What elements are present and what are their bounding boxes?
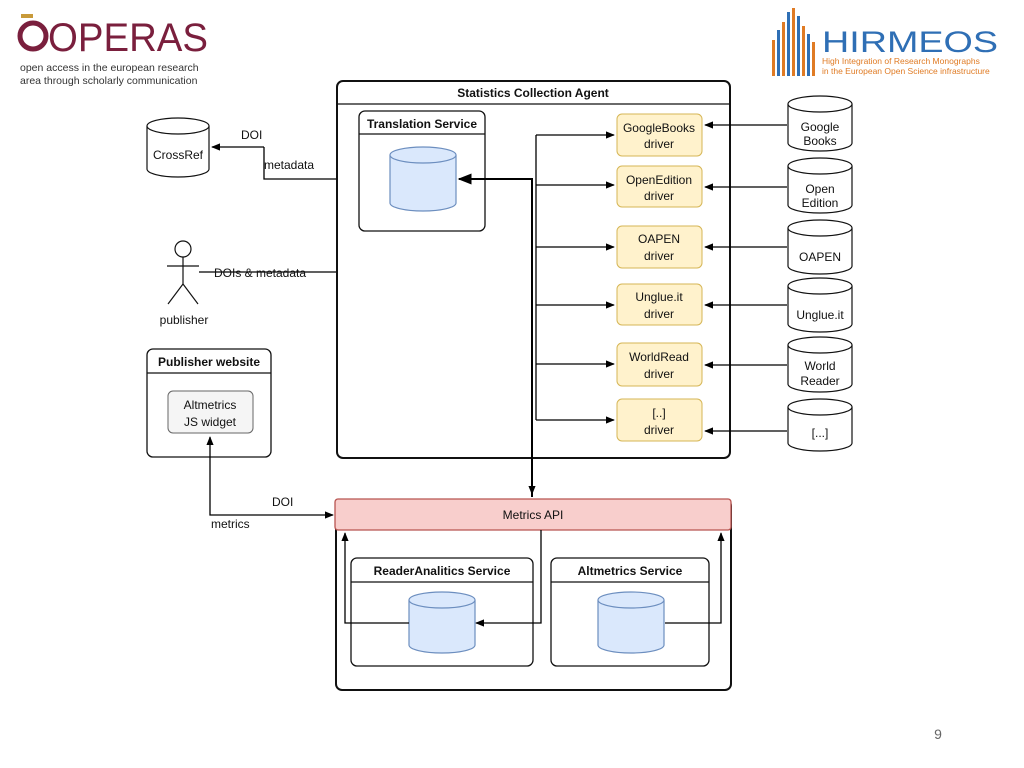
source-worldreader-line1: World (804, 359, 835, 373)
edge-altmetrics-to-api (665, 532, 725, 624)
source-googlebooks-line1: Google (801, 120, 840, 134)
source-googlebooks: Google Books (787, 95, 853, 152)
reader-analytics-service-box: ReaderAnalitics Service (350, 557, 534, 667)
page-number: 9 (934, 726, 942, 742)
edge-api-to-reader-db (475, 530, 542, 627)
hirmeos-tagline-line1: High Integration of Research Monographs (822, 56, 980, 66)
widget-line1: Altmetrics (184, 398, 237, 412)
source-other: [...] (787, 398, 853, 452)
statistics-agent-title: Statistics Collection Agent (457, 86, 609, 100)
driver-other: [..] driver (616, 398, 703, 442)
operas-o-icon (17, 20, 49, 52)
metrics-label: metrics (211, 517, 250, 531)
operas-tagline-line1: open access in the european research (20, 62, 199, 74)
metadata-label: metadata (264, 158, 314, 172)
source-openedition: Open Edition (787, 157, 853, 214)
dois-metadata-label: DOIs & metadata (214, 266, 306, 280)
operas-logo: OPERAS open access in the european resea… (17, 14, 208, 87)
altmetrics-service-box: Altmetrics Service (550, 557, 710, 667)
driver-unglueit: Unglue.it driver (616, 283, 703, 326)
source-googlebooks-line2: Books (803, 134, 836, 148)
source-openedition-line2: Edition (802, 196, 839, 210)
driver-worldread-line2: driver (644, 367, 674, 381)
reader-analytics-database (408, 591, 476, 654)
source-worldreader: World Reader (787, 336, 853, 393)
source-oapen-label: OAPEN (799, 250, 841, 264)
driver-oapen-line1: OAPEN (638, 232, 680, 246)
driver-oapen: OAPEN driver (616, 225, 703, 269)
reader-analytics-service-title: ReaderAnalitics Service (374, 564, 511, 578)
hirmeos-logo-text: HIRMEOS (822, 26, 998, 59)
source-oapen: OAPEN (787, 219, 853, 275)
edge-widget-api (206, 436, 334, 519)
source-unglueit-label: Unglue.it (796, 308, 844, 322)
driver-other-line1: [..] (652, 406, 665, 420)
driver-unglueit-line1: Unglue.it (635, 290, 683, 304)
driver-unglueit-line2: driver (644, 307, 674, 321)
driver-other-line2: driver (644, 423, 674, 437)
translation-database (389, 146, 457, 212)
source-openedition-line1: Open (805, 182, 834, 196)
publisher-website-title: Publisher website (158, 355, 260, 369)
driver-googlebooks-line2: driver (644, 137, 674, 151)
publisher-label: publisher (160, 313, 209, 327)
metrics-api-label: Metrics API (503, 508, 564, 522)
source-other-label: [...] (812, 426, 829, 440)
source-unglueit: Unglue.it (787, 277, 853, 333)
driver-googlebooks-line1: GoogleBooks (623, 121, 695, 135)
driver-openedition: OpenEdition driver (616, 165, 703, 208)
driver-oapen-line2: driver (644, 249, 674, 263)
hirmeos-logo: HIRMEOS High Integration of Research Mon… (772, 8, 998, 76)
translation-service-box: Translation Service (358, 110, 486, 232)
publisher-website-box: Publisher website Altmetrics JS widget (146, 348, 272, 458)
source-worldreader-line2: Reader (800, 374, 839, 388)
driver-openedition-line1: OpenEdition (626, 173, 692, 187)
altmetrics-database (597, 591, 665, 654)
hirmeos-tagline-line2: in the European Open Science infrastruct… (822, 66, 990, 76)
doi-top-label: DOI (241, 128, 262, 142)
driver-googlebooks: GoogleBooks driver (616, 113, 703, 157)
operas-logo-text: OPERAS (48, 16, 208, 60)
metrics-api-bar: Metrics API (334, 498, 732, 531)
driver-worldread-line1: WorldRead (629, 350, 689, 364)
operas-tagline-line2: area through scholarly communication (20, 75, 198, 87)
publisher-actor-icon (167, 240, 199, 305)
altmetrics-service-title: Altmetrics Service (578, 564, 683, 578)
doi-bottom-label: DOI (272, 495, 293, 509)
driver-worldread: WorldRead driver (616, 342, 703, 387)
widget-line2: JS widget (184, 415, 237, 429)
crossref-label: CrossRef (153, 148, 204, 162)
edge-reader-to-api (341, 532, 409, 624)
driver-openedition-line2: driver (644, 189, 674, 203)
altmetrics-widget: Altmetrics JS widget (167, 390, 254, 434)
translation-service-title: Translation Service (367, 117, 477, 131)
hirmeos-bars-icon (772, 8, 815, 76)
crossref-database: CrossRef (146, 117, 210, 178)
